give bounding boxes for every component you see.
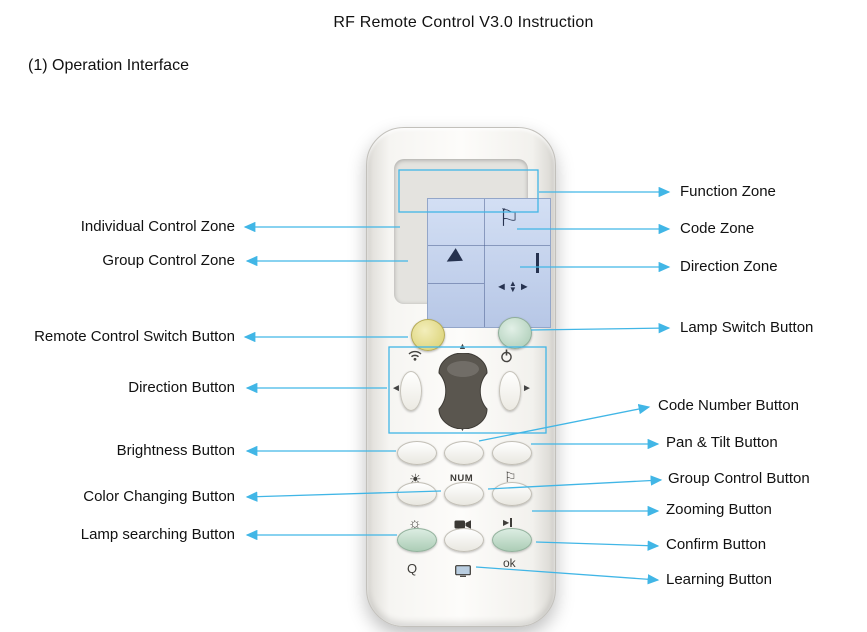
screen-down-icon: ▼ <box>508 285 517 295</box>
callout-learning-button: Learning Button <box>666 571 772 588</box>
screen-direction-icons: ◄ ▲ ▼ ► <box>496 279 530 295</box>
screen-grid-hline <box>428 245 550 246</box>
monitor-icon <box>455 565 471 580</box>
screen-right-icon: ► <box>518 280 530 293</box>
page-title: RF Remote Control V3.0 Instruction <box>333 14 594 31</box>
lcd-bezel: ⚐ ▶ ◄ ▲ ▼ ► <box>394 159 551 328</box>
zooming-button <box>492 482 532 506</box>
function-flag-icon: ⚐ <box>498 205 520 232</box>
callout-lamp-searching-button: Lamp searching Button <box>80 526 235 543</box>
callout-direction-button: Direction Button <box>128 379 235 396</box>
callout-pan-tilt-button: Pan & Tilt Button <box>666 434 778 451</box>
screen-left-icon: ◄ <box>496 280 507 293</box>
confirm-button <box>492 528 532 552</box>
pan-tilt-button <box>492 441 532 465</box>
remote-control-image: ⚐ ▶ ◄ ▲ ▼ ► ▲ ▼ ◄ <box>366 127 556 627</box>
callout-code-zone: Code Zone <box>680 220 755 237</box>
lcd-screen: ⚐ ▶ ◄ ▲ ▼ ► <box>427 198 551 328</box>
callout-lamp-switch-button: Lamp Switch Button <box>680 319 814 336</box>
callout-individual-control-zone: Individual Control Zone <box>80 218 235 235</box>
color-changing-button <box>397 482 437 506</box>
code-number-button <box>444 441 484 465</box>
num-label: NUM <box>450 473 474 484</box>
up-triangle-icon: ▲ <box>458 341 467 351</box>
magnifier-label: Q <box>407 561 418 576</box>
callout-zooming-button: Zooming Button <box>666 501 772 518</box>
callout-group-control-button: Group Control Button <box>668 470 810 487</box>
ok-label: ok <box>503 556 516 570</box>
lamp-switch-button <box>498 317 532 349</box>
screen-grid-hline2 <box>428 283 484 284</box>
brightness-button <box>397 441 437 465</box>
callout-confirm-button: Confirm Button <box>666 536 767 553</box>
zoom-icon: ▶ <box>503 518 513 527</box>
callout-function-zone: Function Zone <box>680 183 776 200</box>
code-digit-bar <box>536 253 539 273</box>
callout-group-control-zone: Group Control Zone <box>102 252 235 269</box>
power-icon <box>500 349 513 366</box>
callout-direction-zone: Direction Zone <box>680 258 778 275</box>
camera-icon <box>454 519 472 533</box>
section-heading: (1) Operation Interface <box>28 57 189 74</box>
individual-pointer-icon: ▶ <box>441 245 465 272</box>
callout-color-changing-button: Color Changing Button <box>83 488 235 505</box>
learning-button <box>444 528 484 552</box>
direction-left-button <box>400 371 422 411</box>
screen-grid-vline <box>484 199 485 327</box>
wifi-icon <box>407 349 423 364</box>
callout-remote-control-switch: Remote Control Switch Button <box>34 328 235 345</box>
color-changing-icon: ☼ <box>408 515 422 532</box>
direction-right-button <box>499 371 521 411</box>
remote-switch-button <box>411 319 445 351</box>
group-control-button <box>444 482 484 506</box>
callout-code-number-button: Code Number Button <box>658 397 799 414</box>
right-triangle-icon: ► <box>522 383 532 394</box>
lamp-searching-button <box>397 528 437 552</box>
callout-brightness-button: Brightness Button <box>116 442 235 459</box>
center-joystick-button <box>437 352 489 432</box>
screen-up-icon: ▲ <box>508 279 517 288</box>
